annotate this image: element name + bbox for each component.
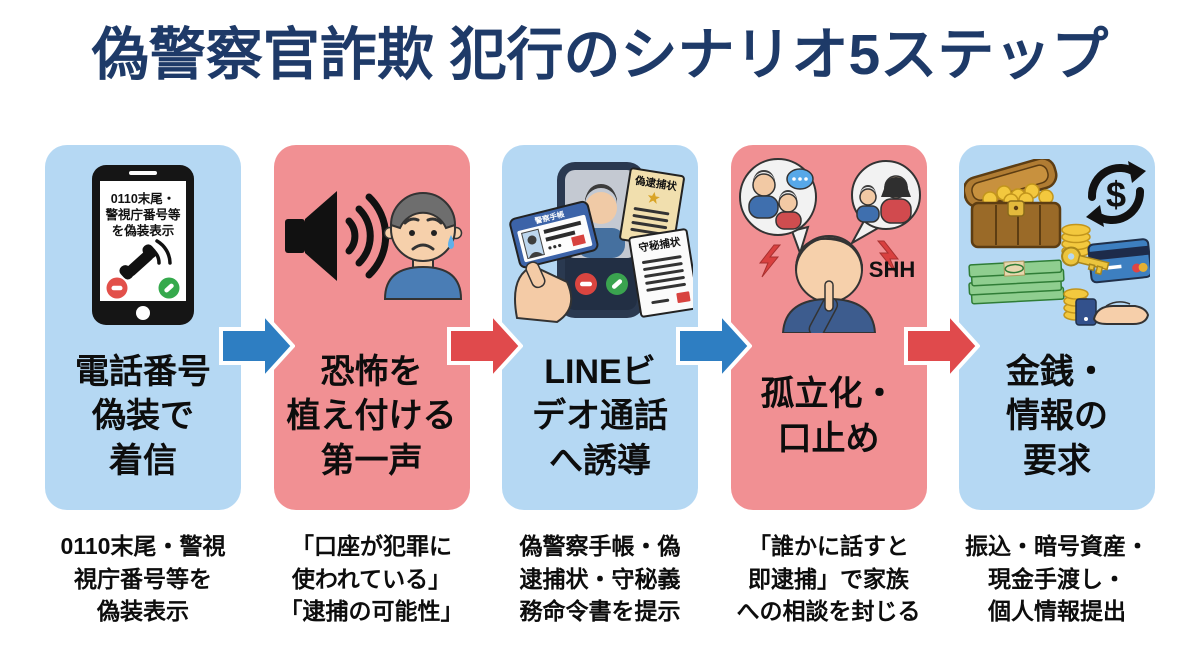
step-2-icon-area <box>274 145 470 333</box>
step-1-caption: 0110末尾・警視 視庁番号等を 偽装表示 <box>60 533 226 625</box>
money-cycle-dollar-icon: $ <box>1086 161 1146 227</box>
step-arrow-2 <box>447 311 523 381</box>
family-thought-bubble-right <box>848 160 921 246</box>
ringing-receiver-icon <box>119 239 172 280</box>
steps-row: 0110末尾・ 警視庁番号等 を偽装表示 <box>45 145 1155 510</box>
spoofed-caller-phone-icon: 0110末尾・ 警視庁番号等 を偽装表示 <box>92 165 194 325</box>
secrecy-order-doc: 守秘捕状 <box>628 228 693 318</box>
step-1-icon-area: 0110末尾・ 警視庁番号等 を偽装表示 <box>45 145 241 333</box>
step-3-caption: 偽警察手帳・偽 逮捕状・守秘義 務命令書を提示 <box>519 533 681 625</box>
hand-holding-police-id: 警察手帳 <box>509 200 599 324</box>
step-card-3-line-video: 偽逮捕状 守秘捕状 <box>502 145 698 510</box>
phone-screen-line-3: を偽装表示 <box>112 223 175 238</box>
money-assets-icon: $ <box>964 159 1150 326</box>
step-card-5-demands: $ <box>959 145 1155 510</box>
step-2-caption: 「口座が犯罪に 使われている」 「逮捕の可能性」 <box>279 533 464 625</box>
shushing-man <box>781 235 876 333</box>
step-5-icon-area: $ <box>959 145 1155 333</box>
tear-drop <box>447 235 454 249</box>
step-4-caption: 「誰かに話すと 即逮捕」で家族 への相談を封じる <box>736 533 921 625</box>
treasure-chest <box>964 159 1062 249</box>
phone-screen-line-2: 警視庁番号等 <box>104 207 181 222</box>
step-card-2-fear: 恐怖を 植え付ける 第一声 <box>273 145 470 510</box>
accept-call-button <box>158 277 180 299</box>
step-arrow-1 <box>219 311 295 381</box>
phone-screen-line-1: 0110末尾・ <box>111 191 176 206</box>
key-icon <box>1061 246 1110 276</box>
page-title: 偽警察官詐欺 犯行のシナリオ5ステップ <box>91 23 1109 87</box>
dollar-sign: $ <box>1106 174 1126 215</box>
video-call-fake-documents-icon: 偽逮捕状 守秘捕状 <box>509 162 693 324</box>
shushing-man-icon: SHH <box>738 158 921 333</box>
lightning-bolt-left <box>758 244 781 278</box>
step-3-icon-area: 偽逮捕状 守秘捕状 <box>502 145 698 333</box>
step-1-title: 電話番号 偽装で 着信 <box>75 353 211 480</box>
captions-row: 0110末尾・警視 視庁番号等を 偽装表示 「口座が犯罪に 使われている」 「逮… <box>45 530 1155 628</box>
banknote-stack <box>968 259 1065 305</box>
accept-call-button <box>606 273 628 295</box>
decline-call-button <box>106 277 128 299</box>
step-card-1-spoofed-call: 0110末尾・ 警視庁番号等 を偽装表示 <box>45 145 241 510</box>
shh-text: SHH <box>868 257 914 282</box>
loudspeaker-scared-man-icon <box>284 191 462 300</box>
receiving-hand <box>1075 298 1150 326</box>
step-5-title: 金銭・ 情報の 要求 <box>1006 353 1108 480</box>
step-2-title: 恐怖を 植え付ける 第一声 <box>286 353 457 480</box>
step-arrow-4 <box>904 311 980 381</box>
step-arrow-3 <box>676 311 752 381</box>
family-thought-bubble-left <box>738 158 817 257</box>
step-4-title: 孤立化・ 口止め <box>760 375 897 458</box>
step-4-icon-area: SHH <box>731 145 927 333</box>
lightning-bolt-right <box>876 240 899 274</box>
worried-man-face <box>383 192 462 300</box>
loudspeaker-icon <box>284 191 389 281</box>
step-5-caption: 振込・暗号資産・ 現金手渡し・ 個人情報提出 <box>965 533 1149 625</box>
decline-call-button <box>575 273 597 295</box>
step-card-4-isolation: SHH 孤立化・ 口止め <box>730 145 927 510</box>
step-3-title: LINEビ デオ通話 へ誘導 <box>532 353 668 480</box>
